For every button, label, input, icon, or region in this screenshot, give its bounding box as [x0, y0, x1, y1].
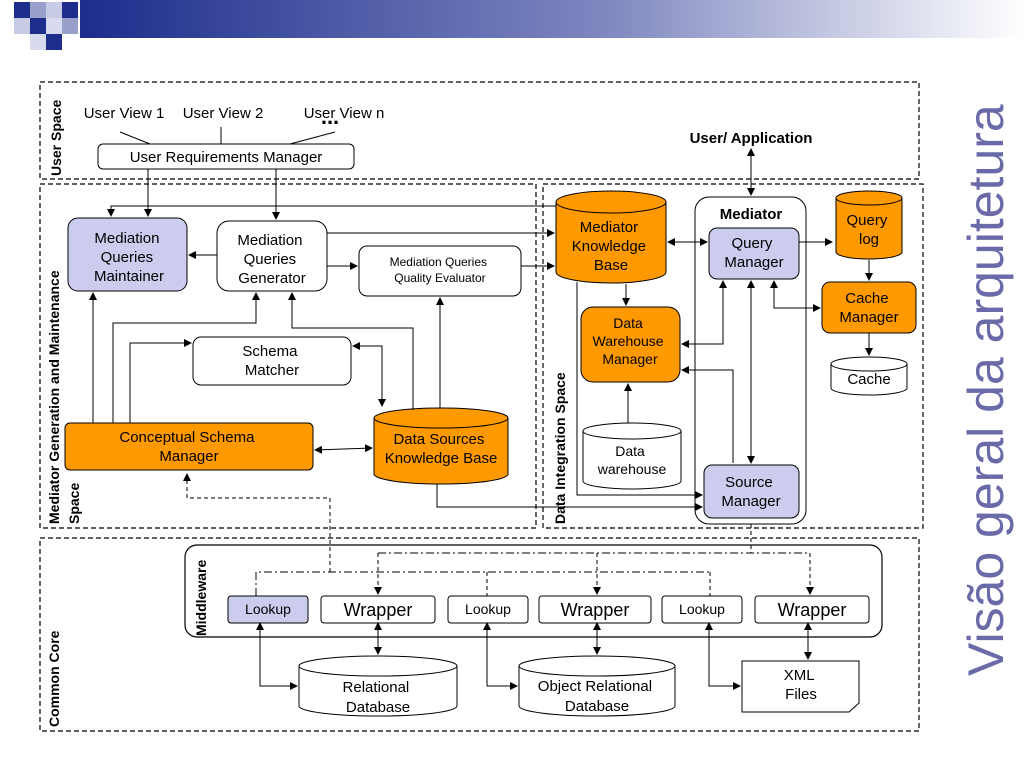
header-decoration: [0, 0, 1024, 50]
lookup-3: [661, 595, 743, 624]
cache-manager-label: Cache Manager: [839, 290, 898, 326]
slide-title: Visão geral da arquitetura: [958, 104, 1014, 676]
query-manager: [708, 227, 800, 280]
mediation-queries-quality-evaluator-label: Mediation Queries Quality Evaluator: [390, 255, 491, 285]
xml-files: [741, 660, 860, 713]
mediation-queries-maintainer-label: Mediation Queries Maintainer: [94, 230, 164, 285]
cache-label: Cache: [847, 371, 890, 388]
wrapper-1-label: Wrapper: [344, 600, 413, 620]
cache: [830, 356, 908, 396]
relational-database-label: Relational Database: [343, 679, 414, 716]
middleware-label: Middleware: [193, 560, 209, 636]
mediation-queries-generator-label: Mediation Queries Generator: [237, 232, 306, 287]
integration-space-region: [542, 183, 924, 529]
xml-files-label: XML Files: [784, 667, 818, 703]
query-manager-label: Query Manager: [724, 235, 783, 271]
conceptual-schema-manager: [64, 422, 314, 471]
mediator-knowledge-base: [555, 190, 667, 284]
user-view-2: User View 2: [183, 105, 264, 122]
object-relational-database-label: Object Relational Database: [538, 678, 656, 715]
data-warehouse-manager-label: Data Warehouse Manager: [593, 315, 668, 367]
object-relational-database: [518, 655, 676, 717]
schema-matcher-label: Schema Matcher: [242, 343, 301, 379]
integration-space-label: Data Integration Space: [552, 372, 568, 524]
mediator-knowledge-base-label: Mediator Knowledge Base: [572, 219, 650, 274]
relational-database: [298, 655, 458, 717]
lookup-2-label: Lookup: [465, 601, 511, 617]
user-space-label: User Space: [48, 100, 64, 176]
connectors: [89, 148, 873, 690]
lookup-3-label: Lookup: [679, 601, 725, 617]
wrapper-2-label: Wrapper: [561, 600, 630, 620]
user-requirements-manager: [97, 143, 355, 170]
wrapper-3: [754, 595, 870, 624]
common-core-label: Common Core: [46, 630, 62, 727]
schema-matcher: [192, 336, 352, 386]
query-log-label: Query log: [846, 212, 891, 248]
mediator-space-region: [39, 183, 537, 529]
user-view-n: User View n: [304, 105, 385, 122]
mediation-queries-maintainer: [67, 217, 188, 292]
data-warehouse: [582, 422, 682, 490]
user-view-ellipsis: ...: [321, 104, 339, 129]
query-log: [835, 190, 903, 260]
mediator-space-label: Mediator Generation and Maintenance: [46, 270, 62, 524]
conceptual-schema-manager-label: Conceptual Schema Manager: [119, 429, 258, 465]
lookup-1-label: Lookup: [245, 601, 291, 617]
data-sources-knowledge-base-label: Data Sources Knowledge Base: [385, 431, 498, 467]
user-application-label: User/ Application: [690, 130, 813, 147]
source-manager-label: Source Manager: [721, 474, 780, 510]
middleware-bus: [183, 473, 814, 596]
mediation-queries-quality-evaluator: [358, 245, 522, 297]
user-requirements-manager-label: User Requirements Manager: [130, 149, 323, 166]
data-warehouse-label: Data warehouse: [597, 443, 667, 477]
data-sources-knowledge-base: [373, 407, 509, 485]
mediator-space-label-2: Space: [66, 483, 82, 524]
user-view-1: User View 1: [84, 105, 165, 122]
wrapper-3-label: Wrapper: [778, 600, 847, 620]
source-manager: [703, 464, 800, 519]
mediation-queries-generator: [216, 220, 328, 292]
mediator-label: Mediator: [720, 206, 783, 223]
data-warehouse-manager: [580, 306, 681, 383]
